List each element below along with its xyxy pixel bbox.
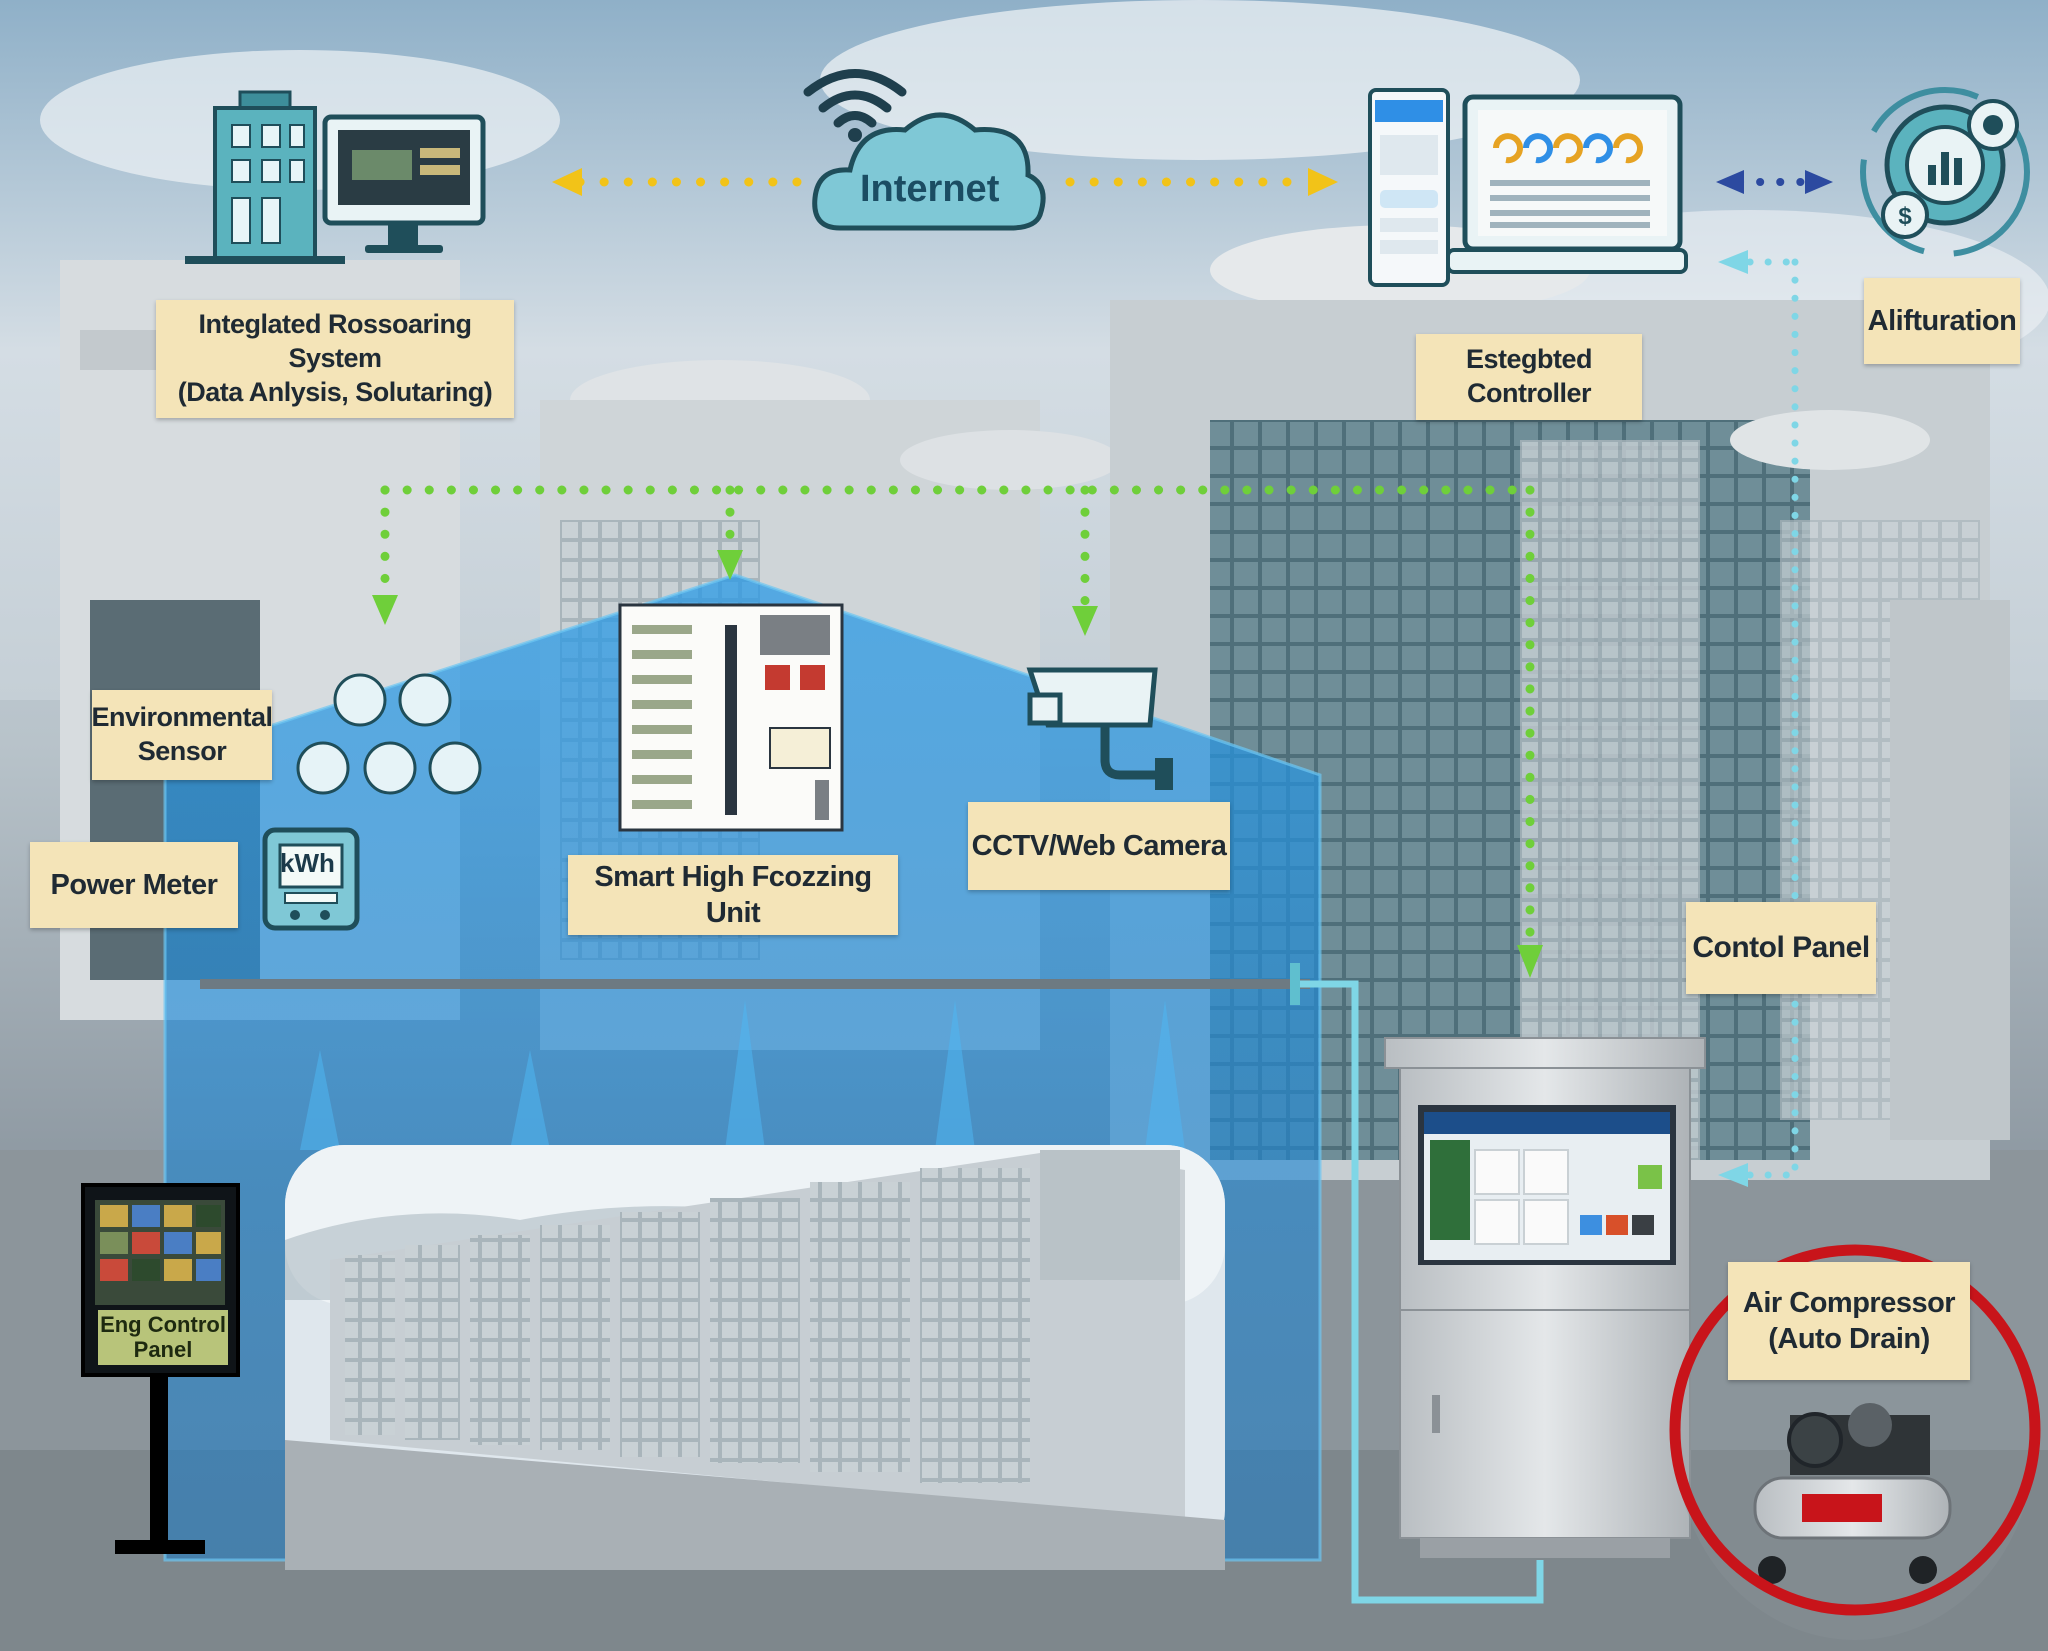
building-icon xyxy=(185,90,345,264)
monitoring-system-label: Integlated Rossoaring System (Data Anlys… xyxy=(156,300,514,418)
environmental-sensor-label: Environmental Sensor xyxy=(91,690,273,780)
camera-icon xyxy=(1026,667,1173,790)
sensor-icons xyxy=(296,673,482,795)
gear-analytics-icon xyxy=(1860,87,2030,257)
power-meter-icon xyxy=(262,827,360,931)
kwh-readout: kWh xyxy=(280,848,335,878)
smart-unit-label: Smart High Fcozzing Unit xyxy=(568,855,898,935)
laptop-icon xyxy=(1446,94,1688,274)
bus-line xyxy=(200,979,1310,989)
analytics-label: Alifturation xyxy=(1864,278,2020,364)
cyan-pipe xyxy=(1300,980,1544,1604)
phone-icon xyxy=(1368,88,1450,287)
monitoring-line-1: Integlated Rossoaring System xyxy=(198,309,472,374)
cctv-label: CCTV/Web Camera xyxy=(968,802,1230,890)
environmental-line-2: Sensor xyxy=(137,736,227,766)
air-compressor-line-1: Air Compressor xyxy=(1742,1286,1956,1319)
highlight-circle xyxy=(1669,1244,2041,1616)
svg-text:$: $ xyxy=(1898,203,1912,230)
internet-label: Internet xyxy=(860,168,1000,210)
monitoring-line-2: (Data Anlysis, Solutaring) xyxy=(177,376,493,407)
environmental-line-1: Environmental xyxy=(91,702,273,733)
control-panel-label: Contol Panel xyxy=(1686,902,1876,994)
controller-label: Estegbted Controller xyxy=(1416,334,1642,420)
kiosk-line-1: Eng Control xyxy=(100,1312,226,1337)
power-meter-label: Power Meter xyxy=(30,842,238,928)
monitor-icon xyxy=(322,114,486,253)
kiosk-label: Eng Control Panel xyxy=(98,1310,228,1365)
wifi-icon xyxy=(803,69,907,128)
air-compressor-label: Air Compressor (Auto Drain) xyxy=(1728,1262,1970,1380)
air-compressor-line-2: (Auto Drain) xyxy=(1768,1323,1930,1355)
control-cabinet-icon xyxy=(1384,1037,1706,1558)
green-network xyxy=(380,485,1535,955)
kiosk-line-2: Panel xyxy=(133,1337,193,1363)
outdoor-units-photo xyxy=(285,1145,1225,1570)
cloud-icon xyxy=(812,112,1046,231)
wiring-diagram-icon xyxy=(618,603,844,832)
